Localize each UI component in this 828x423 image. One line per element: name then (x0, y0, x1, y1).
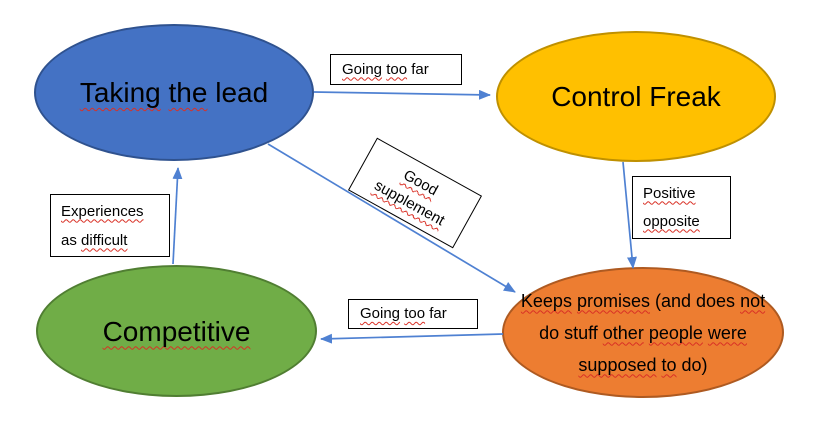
node-taking-the-lead-label: Taking the lead (79, 77, 269, 108)
node-competitive: Competitive (36, 265, 317, 397)
edge-label-going-too-far-top: Going too far (330, 54, 462, 85)
node-competitive-label: Competitive (102, 315, 251, 347)
arrow-competitive-to-lead (172, 167, 183, 265)
node-taking-the-lead: Taking the lead (34, 24, 314, 161)
node-control-freak: Control Freak (496, 31, 776, 162)
edge-label-going-too-far-bottom: Going too far (348, 299, 478, 329)
arrow-lead-to-control-freak (313, 89, 491, 100)
node-control-freak-label: Control Freak (551, 81, 721, 112)
arrow-keeps-promises-to-competitive (320, 333, 504, 344)
